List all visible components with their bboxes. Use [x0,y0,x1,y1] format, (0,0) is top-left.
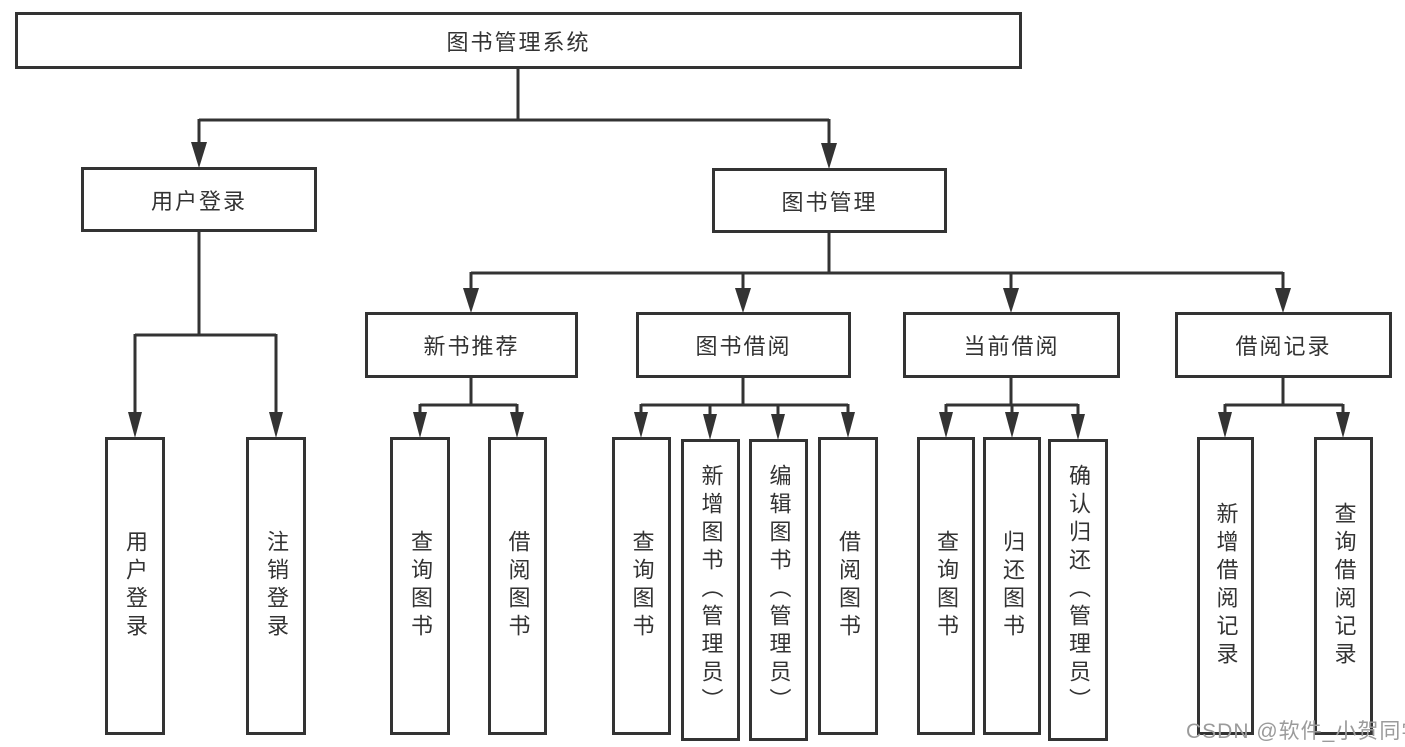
leaf-borrow-book-1: 借阅图书 [488,437,547,735]
leaf-confirm-return-label: 确认归还（管理员） [1066,464,1091,716]
leaf-borrow-book-2: 借阅图书 [818,437,878,735]
leaf-borrow-book-1-label: 借阅图书 [505,530,531,642]
leaf-query-book-1-label: 查询图书 [408,530,433,642]
leaf-query-book-3-label: 查询图书 [934,530,959,642]
leaf-user-login-label: 用户登录 [123,530,148,642]
node-borrow-records-label: 借阅记录 [1235,334,1332,359]
leaf-borrow-book-2-label: 借阅图书 [836,530,861,642]
node-current-borrow-label: 当前借阅 [963,334,1060,359]
leaf-query-book-2-label: 查询图书 [629,530,655,642]
node-book-borrow: 图书借阅 [636,312,851,378]
node-root-label: 图书管理系统 [446,29,591,55]
node-new-book-rec: 新书推荐 [365,312,578,378]
leaf-logout: 注销登录 [246,437,306,735]
leaf-confirm-return: 确认归还（管理员） [1048,439,1108,741]
leaf-query-book-2: 查询图书 [612,437,671,735]
leaf-add-borrow-record: 新增借阅记录 [1197,437,1254,735]
leaf-query-borrow-record-label: 查询借阅记录 [1331,502,1357,670]
leaf-return-book: 归还图书 [983,437,1041,735]
leaf-query-borrow-record: 查询借阅记录 [1314,437,1373,735]
leaf-logout-label: 注销登录 [264,530,289,642]
watermark-text: CSDN @软件_小贺同学 [1186,720,1405,743]
leaf-edit-book-label: 编辑图书（管理员） [766,464,792,716]
node-current-borrow: 当前借阅 [903,312,1120,378]
arrowheads [128,142,1350,440]
node-root: 图书管理系统 [15,12,1022,69]
node-book-mgmt: 图书管理 [712,168,947,233]
leaf-edit-book: 编辑图书（管理员） [749,439,808,741]
leaf-return-book-label: 归还图书 [1000,530,1025,642]
node-book-mgmt-label: 图书管理 [781,189,878,215]
node-user-login: 用户登录 [81,167,317,232]
leaf-user-login: 用户登录 [105,437,165,735]
node-user-login-label: 用户登录 [150,188,247,214]
node-new-book-rec-label: 新书推荐 [423,334,520,359]
node-borrow-records: 借阅记录 [1175,312,1392,378]
leaf-query-book-1: 查询图书 [390,437,450,735]
node-book-borrow-label: 图书借阅 [695,334,792,359]
leaf-add-book: 新增图书（管理员） [681,439,740,741]
leaf-add-book-label: 新增图书（管理员） [698,464,724,716]
leaf-query-book-3: 查询图书 [917,437,975,735]
leaf-add-borrow-record-label: 新增借阅记录 [1213,502,1239,670]
